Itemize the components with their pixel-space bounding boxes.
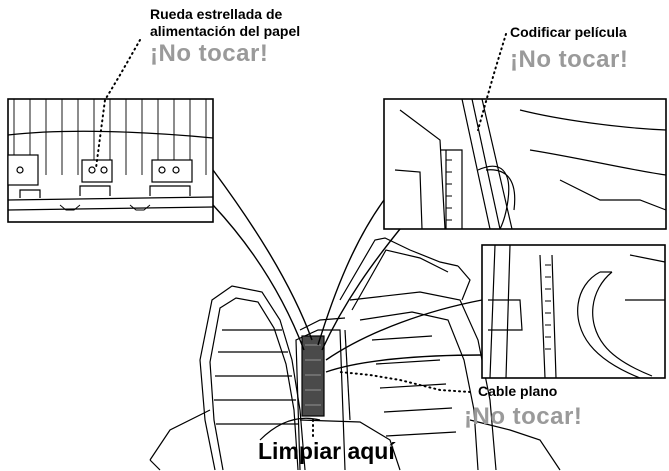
star-wheel-label: Rueda estrellada de alimentación del pap… [150,6,300,40]
flat-cable-label: Cable plano [478,383,558,399]
inset-encoder-film [383,98,667,230]
printer-body [149,237,561,471]
star-wheel-warning: ¡No tocar! [150,40,269,67]
clean-here-label: Limpiar aquí [258,438,395,464]
print-head [301,335,325,417]
inset-star-wheel [7,98,214,223]
flat-cable-warning: ¡No tocar! [464,403,583,430]
star-wheel-label-line1: Rueda estrellada de [150,6,283,22]
dotted-leaders [95,33,507,441]
encoder-film-label: Codificar película [510,24,627,40]
star-wheel-label-line2: alimentación del papel [150,23,301,39]
inset-flat-cable [481,244,666,379]
callout-curves [212,169,483,373]
encoder-film-warning: ¡No tocar! [510,46,629,73]
